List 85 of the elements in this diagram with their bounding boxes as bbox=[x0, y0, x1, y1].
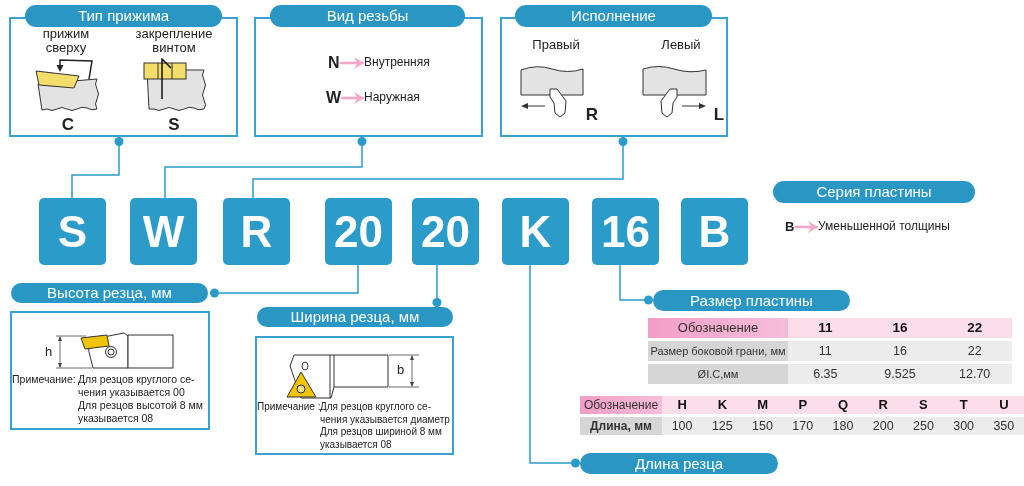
note-text: Для резцов высотой 8 мм указывается 08 bbox=[78, 399, 204, 425]
code-tile: W bbox=[130, 198, 197, 265]
code-letter: S bbox=[168, 116, 180, 134]
leader-line bbox=[432, 264, 442, 308]
leader-line bbox=[71, 136, 124, 199]
table-header-cell: H bbox=[662, 396, 703, 414]
table-cell: 200 bbox=[863, 417, 904, 435]
leader-line bbox=[164, 136, 367, 199]
table-cell: 11 bbox=[788, 341, 863, 361]
table-cell: Размер боковой грани, мм bbox=[648, 341, 788, 361]
dimension-label: h bbox=[45, 344, 53, 359]
code-tile: B bbox=[681, 198, 748, 265]
table-cell: ØI.C,мм bbox=[648, 364, 788, 384]
table-cell: 6.35 bbox=[788, 364, 863, 384]
table-cell: 100 bbox=[662, 417, 703, 435]
section-heading: Тип прижима bbox=[77, 6, 170, 26]
table-header-cell: Обозначение bbox=[648, 318, 788, 338]
table-cell: 16 bbox=[862, 341, 938, 361]
table-header-cell: 22 bbox=[937, 318, 1012, 338]
table-cell: 180 bbox=[822, 417, 864, 435]
code-tile: S bbox=[39, 198, 106, 265]
note-text: Для резцов круглого се-чения указывается 00 bbox=[78, 373, 196, 399]
table-header-cell: U bbox=[983, 396, 1024, 414]
section-heading: Ширина резца, мм bbox=[290, 307, 420, 327]
table-header-cell: Q bbox=[822, 396, 864, 414]
code-tile: K bbox=[502, 198, 569, 265]
section-panel bbox=[255, 307, 454, 455]
code-letter: L bbox=[713, 106, 725, 124]
table-cell: 170 bbox=[782, 417, 823, 435]
note-label: Примечание : bbox=[257, 401, 321, 414]
option-text: Внутренняя bbox=[364, 55, 430, 70]
chevron-arrow bbox=[339, 57, 364, 69]
code-tile: 16 bbox=[592, 198, 659, 265]
table-header-cell: S bbox=[903, 396, 944, 414]
section-panel bbox=[500, 5, 728, 137]
section-heading: Длина резца bbox=[580, 453, 778, 474]
leader-line bbox=[252, 136, 628, 199]
option-caption: Правый bbox=[532, 38, 580, 52]
leader-line bbox=[619, 264, 654, 305]
note-text: Для резцов круглого се-чения указывается диаметр bbox=[320, 401, 451, 426]
section-heading: Вид резьбы bbox=[326, 6, 409, 26]
code-tile: 20 bbox=[412, 198, 479, 265]
table-cell: 350 bbox=[983, 417, 1024, 435]
code-letter: C bbox=[61, 116, 75, 134]
table-header-cell: R bbox=[863, 396, 904, 414]
option-text: Наружная bbox=[364, 90, 420, 105]
table-header-cell: Обозначение bbox=[580, 396, 662, 414]
table-cell: 250 bbox=[903, 417, 944, 435]
dimension-label: b bbox=[397, 362, 405, 377]
section-heading: Серия пластины bbox=[773, 181, 975, 203]
code-letter: W bbox=[326, 89, 342, 107]
code-tile: R bbox=[223, 198, 290, 265]
table-header-cell: 11 bbox=[788, 318, 863, 338]
chevron-arrow bbox=[794, 221, 818, 233]
option-caption: закрепление винтом bbox=[134, 27, 214, 55]
table-cell: 22 bbox=[937, 341, 1012, 361]
option-caption: прижим сверху bbox=[41, 27, 91, 55]
code-letter: N bbox=[328, 54, 340, 72]
table-header-cell: T bbox=[943, 396, 984, 414]
section-panel bbox=[254, 5, 483, 137]
section-heading: Размер пластины bbox=[653, 290, 850, 311]
table-header-cell: K bbox=[702, 396, 743, 414]
section-panel bbox=[10, 283, 210, 430]
option-caption: Левый bbox=[661, 38, 701, 52]
section-panel bbox=[9, 5, 238, 137]
table-cell: Длина, мм bbox=[580, 417, 662, 435]
table-cell: 12.70 bbox=[937, 364, 1012, 384]
leader-line bbox=[209, 264, 359, 298]
code-tile: 20 bbox=[325, 198, 392, 265]
section-heading: Высота резца, мм bbox=[47, 283, 172, 303]
leader-line bbox=[529, 264, 581, 468]
table-cell: 125 bbox=[702, 417, 743, 435]
option-text: Уменьшенной толщины bbox=[818, 219, 950, 234]
table-header-cell: 16 bbox=[862, 318, 938, 338]
note-text: Для резцов шириной 8 мм указывается 08 bbox=[320, 426, 443, 451]
code-letter: B bbox=[785, 218, 795, 236]
table-cell: 300 bbox=[943, 417, 984, 435]
table-header-cell: M bbox=[742, 396, 783, 414]
table-cell: 150 bbox=[742, 417, 783, 435]
code-letter: R bbox=[585, 106, 599, 124]
table-cell: 9.525 bbox=[862, 364, 938, 384]
note-label: Примечание: bbox=[12, 373, 76, 386]
table-header-cell: P bbox=[782, 396, 823, 414]
chevron-arrow bbox=[341, 92, 364, 104]
section-heading: Исполнение bbox=[571, 6, 656, 26]
